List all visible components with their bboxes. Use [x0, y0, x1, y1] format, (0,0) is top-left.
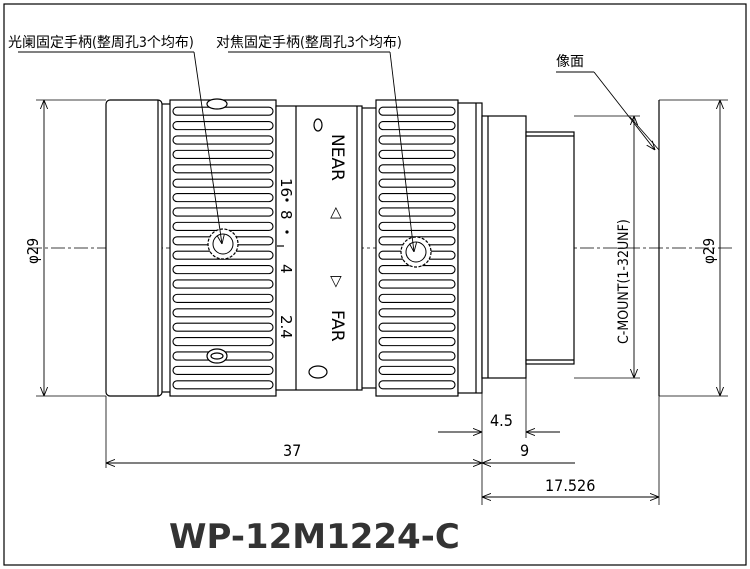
aperture-knurl [172, 106, 274, 390]
knurl-ridge [378, 293, 456, 303]
knurl-ridge [172, 164, 274, 174]
knurl-ridge [172, 322, 274, 332]
dimension-lines [44, 100, 720, 497]
knurl-ridge [378, 135, 456, 145]
front-barrel [105, 99, 163, 397]
knurl-ridge [172, 178, 274, 188]
f-stop-mark: 16 [277, 178, 295, 197]
dim-length: 37 [283, 441, 301, 460]
f-stop-mark: 2.4 [277, 315, 295, 339]
f-stop-mark: 4 [277, 264, 295, 274]
knurl-ridge [378, 164, 456, 174]
knurl-ridge [172, 265, 274, 275]
knurl-ridge [172, 293, 274, 303]
near-label: NEAR [327, 134, 347, 181]
c-mount-thread [525, 131, 575, 365]
knurl-ridge [378, 221, 456, 231]
aperture-lock-screw [207, 228, 239, 260]
knurl-ridge [378, 308, 456, 318]
knurl-ridge [378, 279, 456, 289]
model-number: WP-12M1224-C [169, 517, 460, 557]
screw-holes [206, 98, 328, 379]
knurl-ridge [172, 135, 274, 145]
knurl-ridge [172, 279, 274, 289]
knurl-ridge [378, 380, 456, 390]
focus-lock-callout: 对焦固定手柄(整周孔3个均布) [216, 35, 402, 51]
f-stop-scale: 16 8 4 2.4 [277, 178, 295, 339]
knurl-ridge [172, 207, 274, 217]
knurl-ridge [172, 308, 274, 318]
image-plane-callout: 像面 [556, 54, 584, 70]
knurl-ridge [378, 337, 456, 347]
knurl-ridge [378, 106, 456, 116]
knurl-ridge [378, 351, 456, 361]
knurl-ridge [378, 322, 456, 332]
knurl-ridge [378, 149, 456, 159]
knurl-ridge [172, 193, 274, 203]
thread-spec: C-MOUNT(1-32UNF) [616, 219, 632, 344]
knurl-ridge [172, 380, 274, 390]
dim-mount-length: 9 [520, 441, 529, 460]
dim-front-diameter: φ29 [24, 238, 42, 264]
focus-lock-screw [400, 236, 432, 268]
f-stop-mark: 8 [277, 210, 295, 220]
knurl-ridge [378, 178, 456, 188]
mount-flange [481, 115, 527, 379]
dim-rear-diameter: φ29 [700, 238, 718, 264]
far-arrow: ▷ [328, 276, 346, 288]
knurl-ridge [378, 121, 456, 131]
scale-ring [275, 105, 363, 391]
far-label: FAR [327, 310, 347, 342]
knurl-ridge [172, 149, 274, 159]
aperture-lock-callout: 光阑固定手柄(整周孔3个均布) [8, 35, 194, 51]
knurl-ridge [172, 337, 274, 347]
focus-knurl [378, 106, 456, 390]
knurl-ridge [172, 121, 274, 131]
drawing-frame [3, 3, 747, 566]
rear-barrel [457, 102, 483, 394]
lens-body [105, 99, 575, 397]
knurl-ridge [378, 365, 456, 375]
near-arrow: ◁ [328, 207, 346, 219]
dim-flange: 4.5 [490, 411, 513, 430]
dim-back-focus: 17.526 [545, 476, 595, 495]
knurl-ridge [378, 207, 456, 217]
leader-lines [18, 51, 660, 252]
knurl-ridge [172, 365, 274, 375]
knurl-ridge [378, 193, 456, 203]
